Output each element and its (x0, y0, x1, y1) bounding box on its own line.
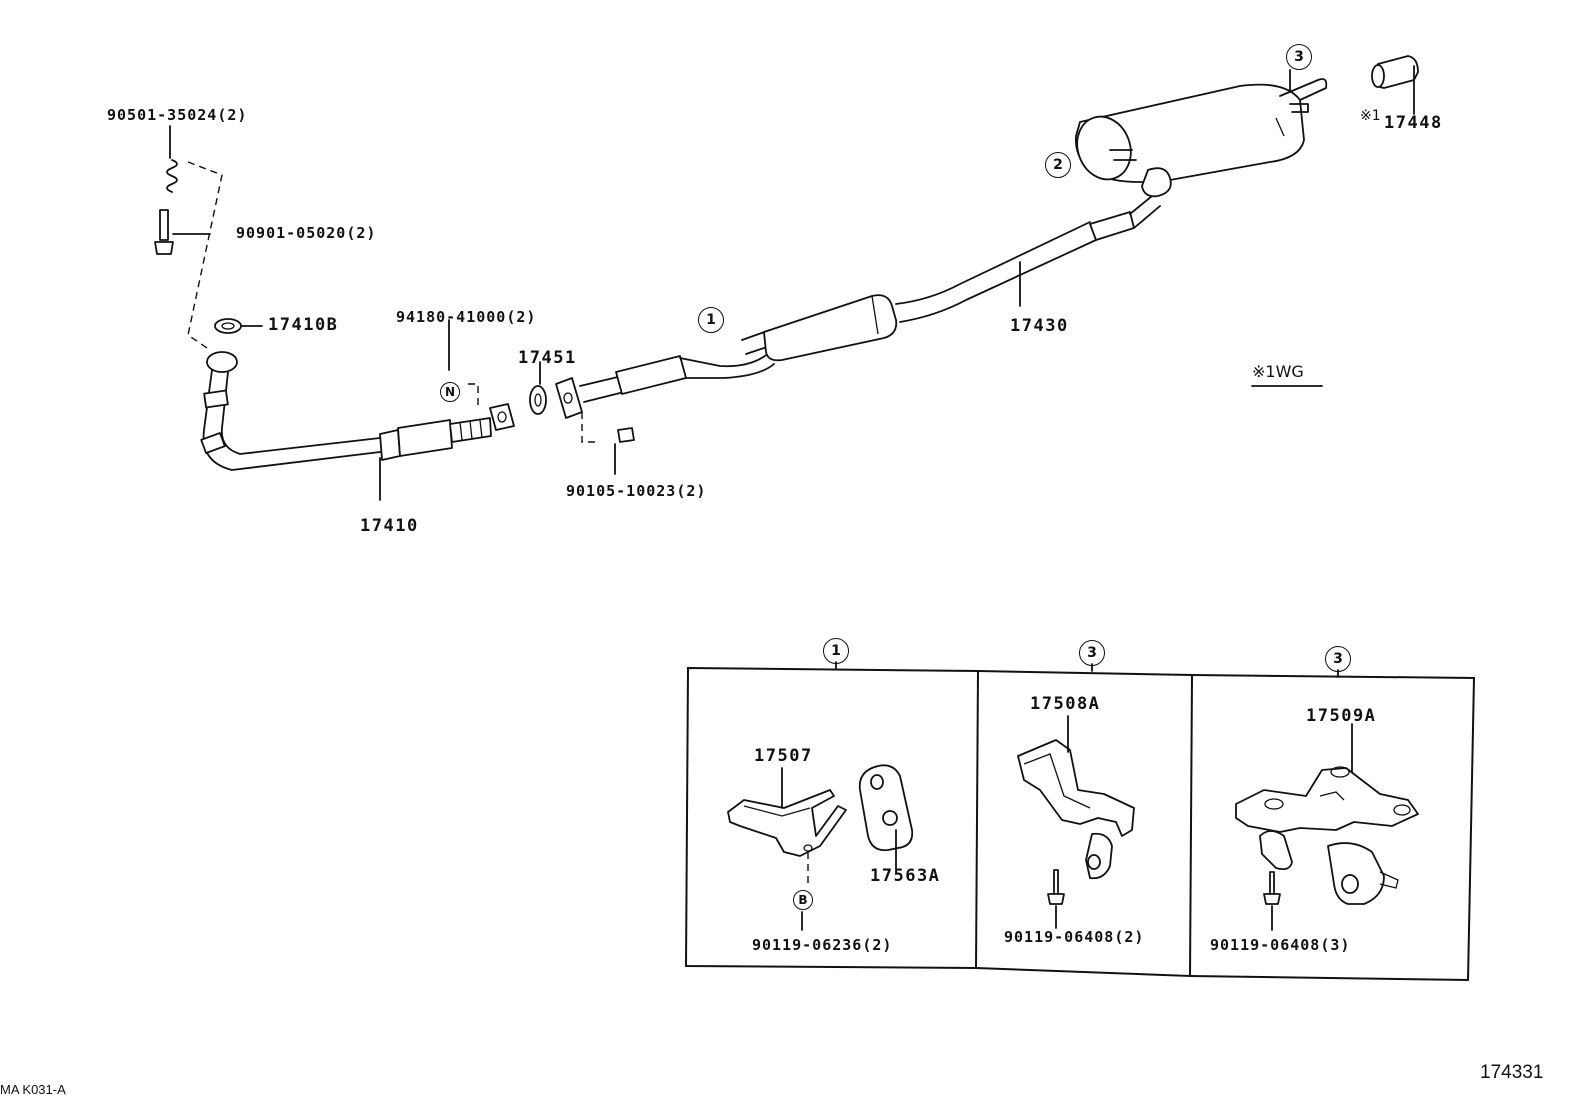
part-label-90501-35024: 90501-35024(2) (107, 106, 248, 124)
footer-right-code: 174331 (1480, 1062, 1544, 1083)
bracket-17507 (727, 767, 847, 931)
note-mark-17448: ※1 (1360, 108, 1381, 124)
gasket-17451 (529, 361, 547, 415)
part-label-17448: 17448 (1384, 113, 1443, 133)
part-label-17410b: 17410B (268, 315, 339, 335)
tail-pipe-17448 (1371, 55, 1419, 115)
inset-boxes (684, 661, 1476, 982)
callout-n: N (440, 382, 460, 402)
callout-b: B (793, 890, 813, 910)
front-bolt-spring-group (154, 125, 223, 351)
part-label-94180-41000: 94180-41000(2) (396, 308, 537, 326)
gasket-17410b (214, 318, 263, 334)
center-pipe (555, 195, 1161, 475)
note-wg: ※1WG (1252, 362, 1304, 381)
part-label-90119-06408-2: 90119-06408(2) (1004, 928, 1145, 946)
bracket-17509a (1235, 723, 1419, 931)
front-pipe-17410 (200, 351, 515, 501)
bracket-17508a (1017, 715, 1135, 929)
part-label-90119-06236: 90119-06236(2) (752, 936, 893, 954)
part-label-17507: 17507 (754, 746, 813, 766)
part-label-17508a: 17508A (1030, 694, 1101, 714)
inset-callout-1: 1 (823, 638, 849, 664)
inset-callout-3b: 3 (1325, 646, 1351, 672)
part-label-90105-10023: 90105-10023(2) (566, 482, 707, 500)
callout-3: 3 (1286, 44, 1312, 70)
part-label-90901-05020: 90901-05020(2) (236, 224, 377, 242)
part-label-17509a: 17509A (1306, 706, 1377, 726)
footer-left-code: MA K031-A (0, 1082, 66, 1097)
bolt-94180-leader (448, 319, 479, 410)
hanger-17563a (858, 764, 914, 869)
part-label-17410: 17410 (360, 516, 419, 536)
callout-2: 2 (1045, 152, 1071, 178)
callout-1: 1 (698, 307, 724, 333)
part-label-90119-06408-3: 90119-06408(3) (1210, 936, 1351, 954)
inset-callout-3: 3 (1079, 640, 1105, 666)
part-label-17451: 17451 (518, 348, 577, 368)
part-label-17430: 17430 (1010, 316, 1069, 336)
part-label-17563a: 17563A (870, 866, 941, 886)
main-muffler (1074, 69, 1328, 198)
